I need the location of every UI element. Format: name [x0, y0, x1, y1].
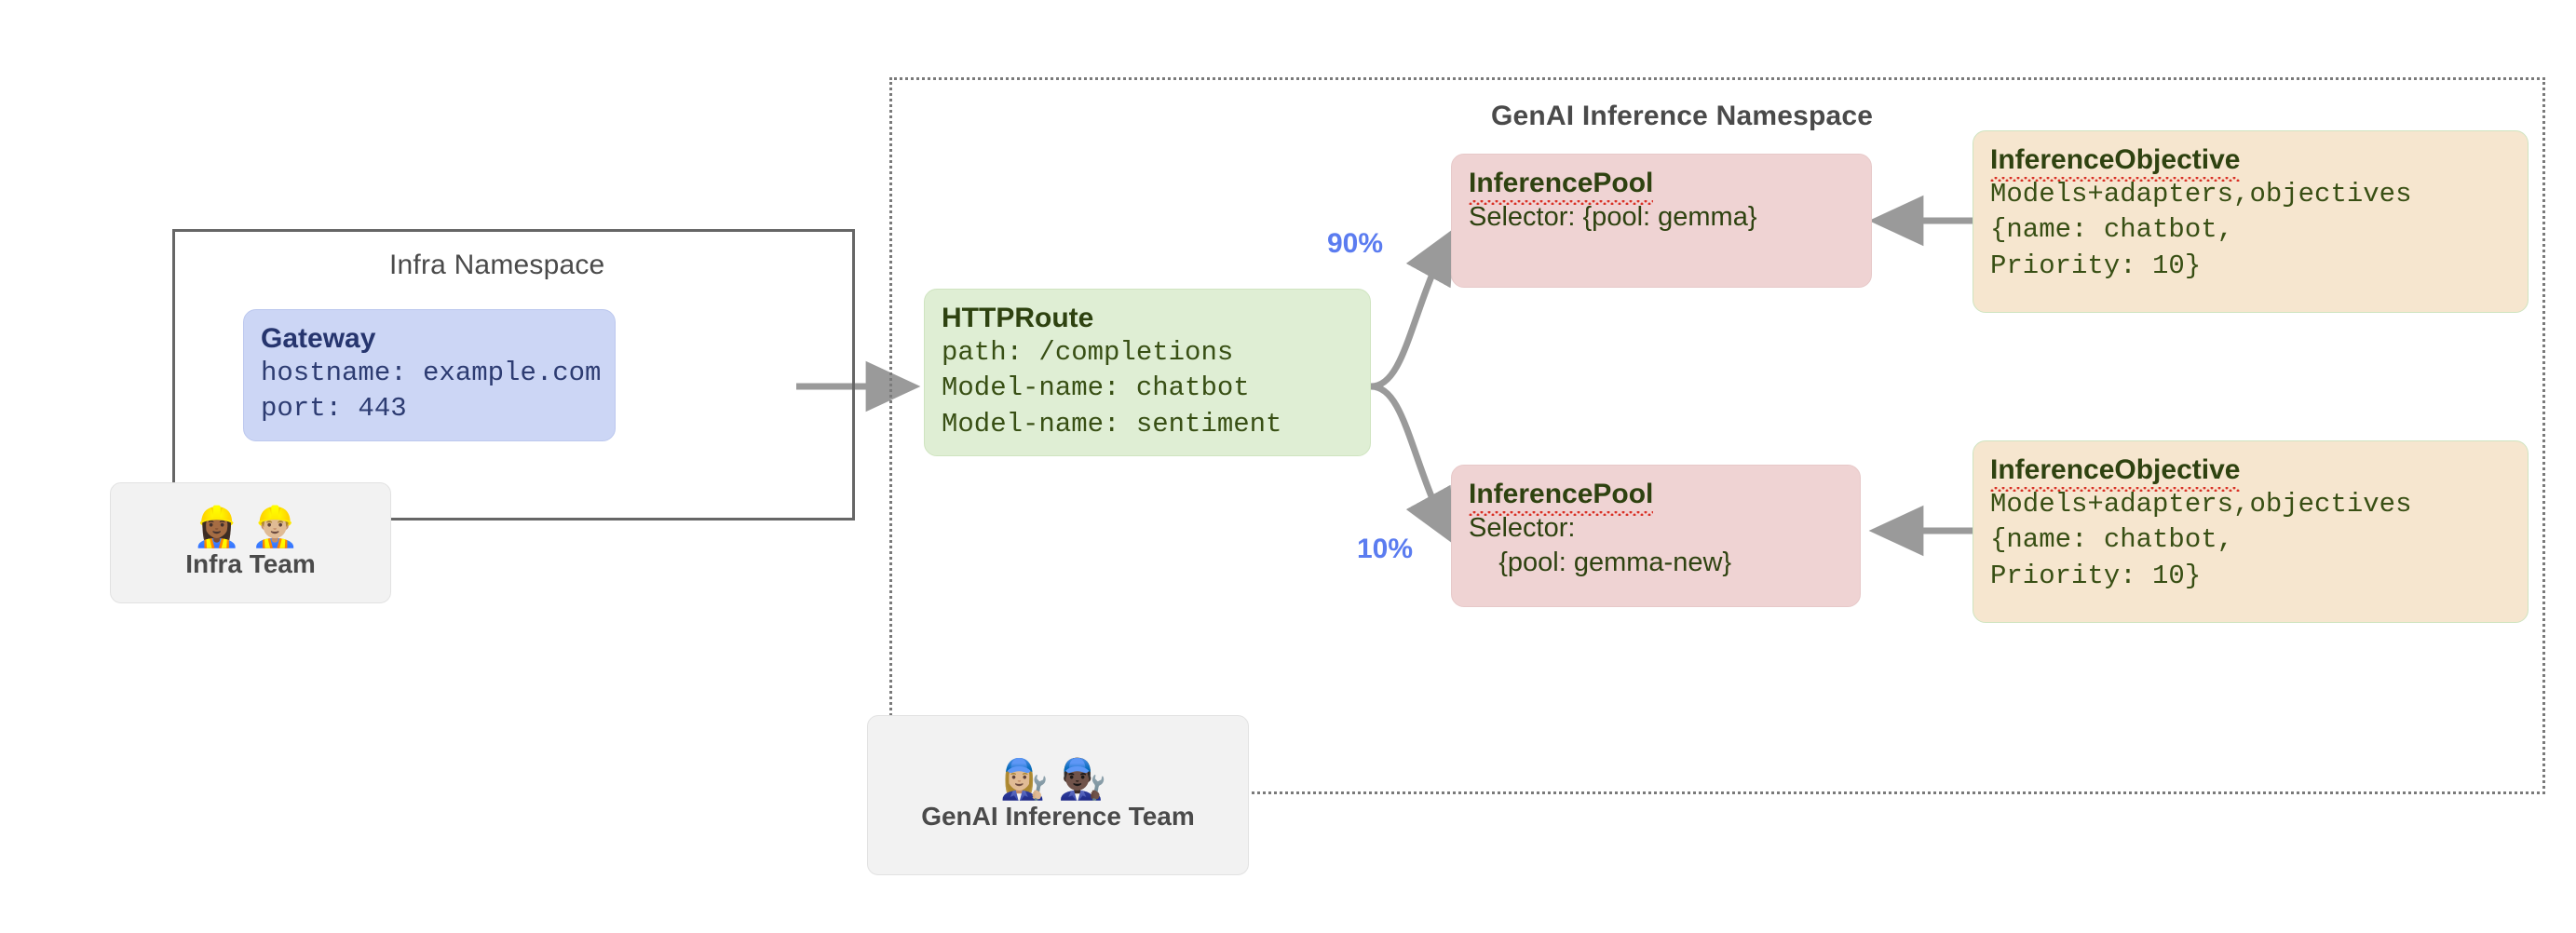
inferencepool-selector-2b: {pool: gemma-new}	[1469, 548, 1732, 578]
genai-inference-team-label: GenAI Inference Team	[921, 802, 1195, 832]
genai-namespace-title: GenAI Inference Namespace	[1491, 101, 1874, 131]
infra-namespace-container	[172, 229, 855, 521]
weight-label-90: 90%	[1327, 228, 1384, 259]
httproute-path: path: /completions	[942, 336, 1234, 368]
infra-namespace-title: Infra Namespace	[389, 250, 605, 280]
inferenceobjective-title-text-2: InferenceObjective	[1990, 454, 2241, 492]
inferenceobjective-card-1[interactable]: InferenceObjective Models+adapters,objec…	[1973, 130, 2529, 313]
inferenceobjective-priority-1: Priority: 10}	[1990, 250, 2202, 281]
infra-team-people-icon: 👷🏾‍♀️👷🏼‍♂️	[192, 504, 309, 548]
inferencepool-title-text-1: InferencePool	[1469, 168, 1654, 205]
genai-namespace-container	[889, 77, 2545, 794]
inferenceobjective-priority-2: Priority: 10}	[1990, 560, 2202, 591]
inferenceobjective-title-1: InferenceObjective	[1990, 144, 2511, 182]
genai-inference-team-badge[interactable]: 👩🏼‍🔧👨🏿‍🔧 GenAI Inference Team	[867, 715, 1249, 875]
infra-team-label: Infra Team	[185, 549, 316, 579]
inferenceobjective-title-text-1: InferenceObjective	[1990, 144, 2241, 182]
inferencepool-selector-1: Selector: {pool: gemma}	[1469, 201, 1757, 232]
inferenceobjective-title-2: InferenceObjective	[1990, 454, 2511, 492]
inferenceobjective-name-2: {name: chatbot,	[1990, 524, 2234, 556]
gateway-hostname: hostname: example.com	[261, 357, 602, 388]
inferencepool-title-text-2: InferencePool	[1469, 479, 1654, 516]
inferenceobjective-models-2: Models+adapters,objectives	[1990, 488, 2412, 520]
inferencepool-selector-2a: Selector:	[1469, 512, 1576, 543]
inferenceobjective-models-1: Models+adapters,objectives	[1990, 178, 2412, 210]
inferencepool-card-gemma-new[interactable]: InferencePool Selector: {pool: gemma-new…	[1451, 465, 1861, 607]
httproute-model-name-2: Model-name: sentiment	[942, 408, 1282, 439]
inferenceobjective-name-1: {name: chatbot,	[1990, 214, 2234, 246]
gateway-card[interactable]: Gateway hostname: example.com port: 443	[243, 309, 616, 441]
weight-label-10: 10%	[1357, 534, 1414, 564]
httproute-card[interactable]: HTTPRoute path: /completions Model-name:…	[924, 289, 1371, 456]
httproute-model-name-1: Model-name: chatbot	[942, 372, 1250, 404]
genai-inference-team-people-icon: 👩🏼‍🔧👨🏿‍🔧	[999, 756, 1117, 801]
infra-team-badge[interactable]: 👷🏾‍♀️👷🏼‍♂️ Infra Team	[110, 482, 391, 603]
inferencepool-title-1: InferencePool	[1469, 168, 1854, 205]
inferencepool-title-2: InferencePool	[1469, 479, 1843, 516]
gateway-port: port: 443	[261, 393, 407, 425]
inferencepool-card-gemma[interactable]: InferencePool Selector: {pool: gemma}	[1451, 154, 1872, 288]
inferenceobjective-card-2[interactable]: InferenceObjective Models+adapters,objec…	[1973, 440, 2529, 623]
httproute-title: HTTPRoute	[942, 303, 1094, 333]
gateway-title: Gateway	[261, 323, 376, 354]
